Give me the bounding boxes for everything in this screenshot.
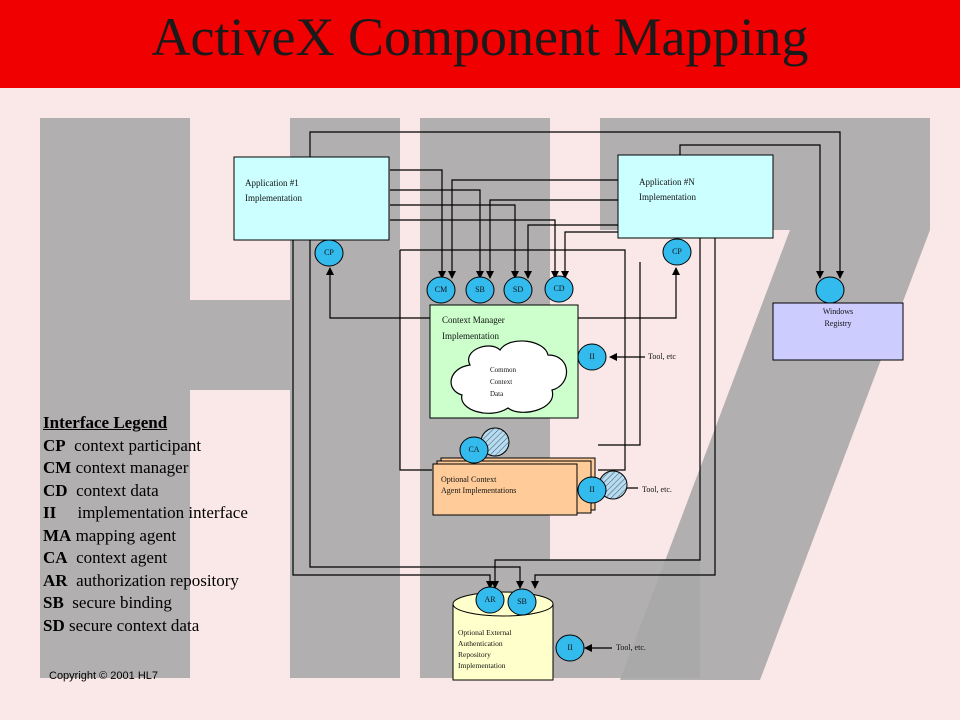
legend-desc: context participant [65, 435, 202, 455]
common-data-line3: Data [490, 390, 504, 398]
legend-code: SB [43, 593, 64, 612]
agents-label-line1: Optional Context [441, 475, 497, 484]
legend-code: CA [43, 548, 68, 567]
legend-desc: context data [67, 480, 159, 500]
legend-row: CP context participant [43, 435, 248, 458]
legend-row: AR authorization repository [43, 570, 248, 593]
copyright: Copyright © 2001 HL7 [49, 670, 159, 682]
common-data-line2: Context [490, 378, 513, 386]
app1-cp-node [314, 239, 344, 267]
common-data-label: Common Context Data [490, 364, 516, 400]
legend-row: II implementation interface [43, 502, 248, 525]
cm-node [426, 276, 456, 304]
common-data-line1: Common [490, 366, 517, 374]
legend-row: MA mapping agent [43, 525, 248, 548]
legend-desc: context agent [67, 548, 168, 567]
app1-box [233, 156, 390, 241]
agent-tool-label: Tool, etc. [642, 485, 672, 494]
legend-row: CD context data [43, 480, 248, 503]
legend-code: CP [43, 435, 66, 455]
cm-label: CM [434, 285, 448, 294]
legend-code: II [43, 503, 57, 522]
legend-heading: Interface Legend [43, 413, 168, 432]
cd-label: CD [553, 284, 565, 293]
context-manager-label-line2: Implementation [442, 331, 499, 341]
repo-ii-label: II [567, 643, 573, 652]
sd-label: SD [512, 285, 524, 294]
repository-label-line1: Optional External [458, 628, 512, 637]
sb-node [465, 276, 495, 304]
repository-label: Optional External Authentication Reposit… [458, 627, 512, 671]
repository-label-line3: Repository [458, 650, 491, 659]
agents-label-line2: Agent Implementations [441, 486, 517, 495]
ca-label: CA [468, 445, 480, 454]
registry-label-line1: Windows [822, 307, 854, 316]
agent-ii-label: II [589, 485, 595, 494]
legend-desc: secure binding [63, 593, 172, 612]
appN-box [617, 154, 774, 239]
legend-code: AR [43, 570, 68, 590]
slide-title: ActiveX Component Mapping [151, 7, 809, 67]
appN-label-line2: Implementation [639, 192, 696, 202]
legend-code: MA [43, 525, 72, 545]
legend-desc: context manager [71, 458, 189, 477]
appN-label: Application #N Implementation [639, 175, 696, 205]
legend-code: SD [43, 615, 65, 635]
ar-label: AR [484, 595, 496, 604]
agent-box [432, 463, 578, 516]
repository-label-line2: Authentication [458, 639, 503, 648]
repo-sb-node [507, 588, 537, 616]
agent-ii-node [577, 476, 607, 504]
sd-node [503, 276, 533, 304]
repository-cylinder [452, 604, 554, 681]
app1-label-line1: Application #1 [245, 178, 299, 188]
registry-node [815, 276, 845, 304]
sb-label: SB [475, 285, 485, 294]
cm-tool-label: Tool, etc [648, 352, 676, 361]
ar-node [475, 586, 505, 614]
ca-node [459, 436, 489, 464]
legend-code: CM [43, 458, 72, 477]
legend-row: SD secure context data [43, 615, 248, 638]
repository-label-line4: Implementation [458, 661, 506, 670]
legend-code: CD [43, 480, 68, 500]
legend-desc: mapping agent [71, 525, 177, 545]
appN-cp-label: CP [672, 247, 682, 256]
common-data-cloud [450, 340, 568, 414]
repo-sb-label: SB [517, 597, 527, 606]
legend-row: SB secure binding [43, 592, 248, 615]
appN-label-line1: Application #N [639, 177, 695, 187]
repo-tool-label: Tool, etc. [616, 643, 646, 652]
cm-ii-label: II [589, 352, 595, 361]
registry-label: Windows Registry [773, 306, 903, 330]
legend-desc: implementation interface [56, 503, 248, 522]
app1-label: Application #1 Implementation [245, 176, 302, 206]
context-manager-label: Context Manager Implementation [442, 312, 505, 344]
legend-row: CM context manager [43, 457, 248, 480]
cd-node [544, 275, 574, 303]
legend-row: CA context agent [43, 547, 248, 570]
app1-label-line2: Implementation [245, 193, 302, 203]
appN-cp-node [662, 238, 692, 266]
cm-ii-node [577, 343, 607, 371]
legend-desc: secure context data [64, 615, 200, 635]
registry-box [772, 302, 904, 361]
title-bar [0, 0, 960, 88]
interface-legend: Interface Legend CP context participant … [43, 412, 248, 637]
legend-desc: authorization repository [67, 570, 239, 590]
repo-ii-node [555, 634, 585, 662]
app1-cp-label: CP [324, 248, 334, 257]
context-manager-label-line1: Context Manager [442, 315, 505, 325]
registry-label-line2: Registry [824, 319, 852, 328]
agents-label: Optional Context Agent Implementations [441, 474, 516, 496]
